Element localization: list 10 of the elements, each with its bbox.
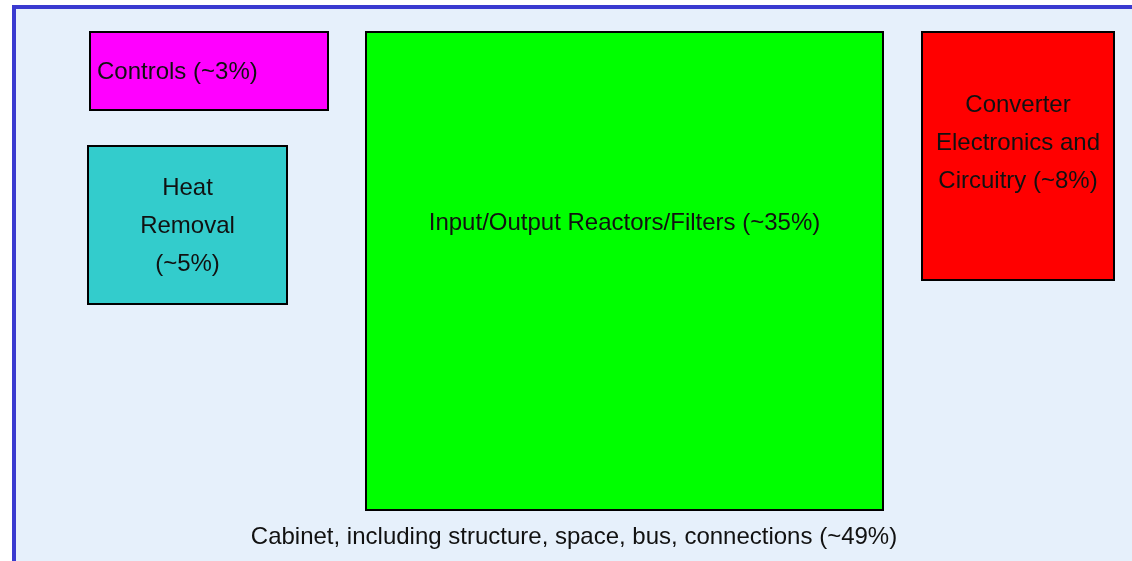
box-label: Heat Removal (~5%) xyxy=(139,172,236,278)
box-label: Input/Output Reactors/Filters (~35%) xyxy=(427,207,822,237)
box-label: Controls (~3%) xyxy=(97,56,258,86)
cabinet-label: Cabinet, including structure, space, bus, connections (~49%) xyxy=(250,521,898,551)
controls-box xyxy=(89,31,329,111)
converter-electronics-box xyxy=(921,31,1115,281)
reactors-filters-box xyxy=(365,31,884,511)
heat-removal-box xyxy=(87,145,288,305)
box-label: Converter Electronics and Circuitry (~8%) xyxy=(934,89,1102,195)
cabinet-panel xyxy=(12,5,1132,561)
